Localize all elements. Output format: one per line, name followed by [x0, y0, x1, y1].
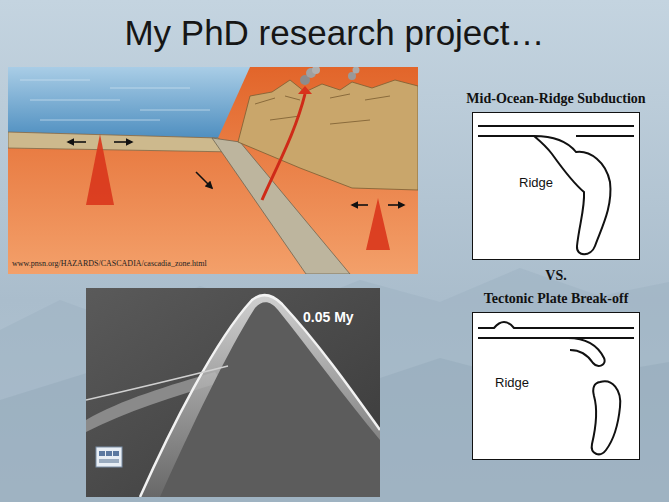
- source-url: www.pnsn.org/HAZARDS/CASCADIA/cascadia_z…: [12, 259, 207, 268]
- mountain-ridges: [255, 94, 390, 124]
- plate-line: [568, 337, 634, 339]
- slab-outline: [534, 136, 610, 254]
- plate-line: [478, 125, 634, 127]
- panel-heading: Tectonic Plate Break-off: [484, 291, 629, 307]
- ridge-subduction-sketch: [472, 112, 640, 260]
- subduction-arrow: [196, 172, 212, 188]
- model-slab-arch: [140, 295, 380, 497]
- versus-label: VS.: [545, 268, 566, 284]
- slab-stub: [478, 338, 605, 366]
- volcano-vent: [298, 86, 312, 94]
- panel-heading: Mid-Ocean-Ridge Subduction: [466, 91, 645, 107]
- plate-line: [478, 135, 634, 137]
- film-frame: [113, 451, 119, 456]
- model-background: [86, 288, 380, 497]
- mantle: [8, 67, 418, 274]
- plate-breakoff-sketch: [472, 312, 640, 460]
- model-slab-shadow: [160, 302, 380, 497]
- ocean-waves: [20, 80, 210, 120]
- model-rendering: [86, 288, 380, 497]
- ocean: [8, 67, 250, 138]
- model-crest-line: [86, 366, 228, 400]
- subduction-illustration: [8, 67, 418, 274]
- film-strip: [99, 459, 119, 463]
- slide-title: My PhD research project…: [0, 13, 669, 53]
- continental-plate: [238, 80, 418, 190]
- magma-conduit: [262, 94, 305, 200]
- panel-ground: [472, 112, 640, 260]
- detached-slab: [592, 381, 621, 454]
- time-stamp: 0.05 My: [303, 309, 354, 325]
- ridge-label: Ridge: [517, 175, 555, 191]
- film-frame: [106, 451, 112, 456]
- background-mountains: [0, 268, 669, 502]
- oceanic-plate: [8, 132, 236, 152]
- ridge-label: Ridge: [493, 375, 531, 391]
- ridge-upwelling: [86, 134, 114, 205]
- model-panel: Tectonic Plate Break-offRidge: [472, 312, 640, 460]
- model-crest-line: [140, 295, 380, 497]
- panel-ground: [472, 312, 640, 460]
- film-icon: [96, 447, 122, 467]
- spreading-arrow: [352, 204, 368, 206]
- spreading-arrow: [114, 141, 132, 143]
- spreading-arrow: [68, 141, 86, 143]
- volcano-plume: [312, 67, 320, 74]
- model-panel: Mid-Ocean-Ridge SubductionRidge: [472, 112, 640, 260]
- film-frame: [99, 451, 105, 456]
- volcano-plume: [353, 67, 360, 74]
- plate-line: [478, 322, 634, 328]
- ridge-upwelling: [366, 198, 390, 250]
- spreading-arrow: [388, 204, 404, 206]
